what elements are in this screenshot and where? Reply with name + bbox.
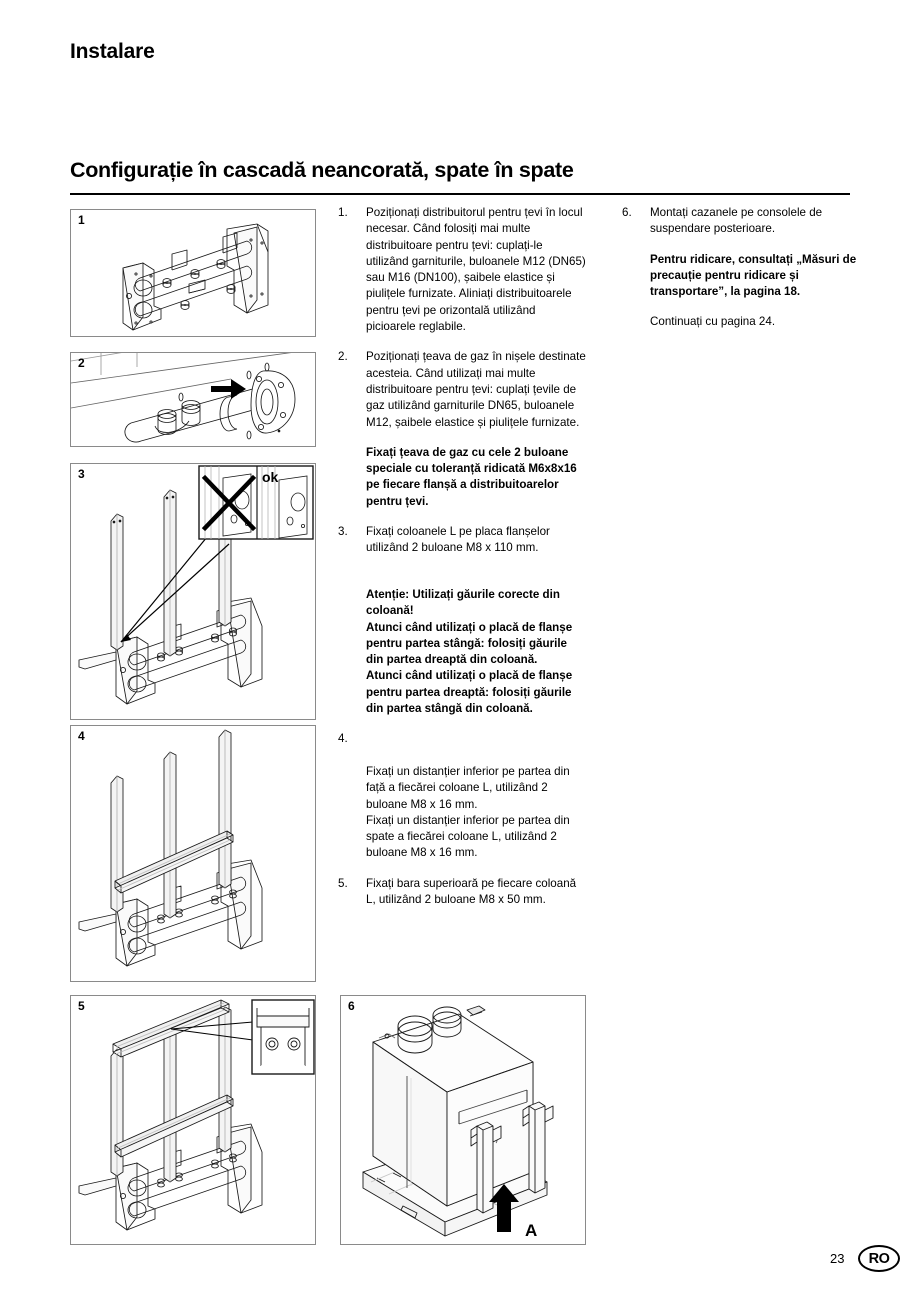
step-text-2: Poziționați țeava de gaz în nișele desti… bbox=[366, 350, 586, 429]
section-title: Configurație în cascadă neancorată, spat… bbox=[70, 158, 574, 182]
step-number-2: 2. bbox=[338, 350, 348, 364]
language-badge: RO bbox=[858, 1245, 900, 1272]
figure-number-2: 2 bbox=[78, 356, 85, 370]
instructions-column-left: 1. Poziționați distribuitorul pentru țev… bbox=[338, 205, 586, 922]
l-columns-on-flange-plate-drawing: ok bbox=[78, 465, 314, 705]
cross-icon bbox=[201, 474, 257, 532]
continue-text: Continuați cu pagina 24. bbox=[650, 315, 776, 329]
step-number-5: 5. bbox=[338, 876, 348, 890]
direction-arrow-icon bbox=[489, 1184, 519, 1232]
instruction-note-lifting: Pentru ridicare, consultați „Măsuri de p… bbox=[622, 252, 862, 301]
instruction-note-holes: Atenție: Utilizați găurile corecte din c… bbox=[338, 571, 586, 718]
figure-panel-2: 2 bbox=[70, 352, 316, 447]
figure-panel-4: 4 bbox=[70, 725, 316, 982]
step-number-1: 1. bbox=[338, 206, 348, 219]
bolt-detail-inset bbox=[251, 999, 315, 1075]
step-number-4: 4. bbox=[338, 732, 348, 746]
instruction-step-5: 5. Fixați bara superioară pe fiecare col… bbox=[338, 876, 586, 909]
step-text-4: Fixați un distanțier inferior pe partea … bbox=[366, 764, 570, 860]
figure-number-6: 6 bbox=[348, 999, 355, 1013]
instruction-step-3: 3. Fixați coloanele L pe placa flanșelor… bbox=[338, 524, 586, 557]
chapter-title: Instalare bbox=[70, 40, 155, 63]
lower-spacer-bar-drawing bbox=[78, 729, 263, 967]
pipe-distributor-manifold-drawing bbox=[122, 223, 269, 331]
figure-number-1: 1 bbox=[78, 213, 85, 227]
step-text-3: Fixați coloanele L pe placa flanșelor ut… bbox=[366, 525, 550, 555]
figure-panel-3: 3 bbox=[70, 463, 316, 720]
instruction-step-2: 2. Poziționați țeava de gaz în nișele de… bbox=[338, 349, 586, 430]
step-text-5: Fixați bara superioară pe fiecare coloan… bbox=[366, 876, 577, 906]
page-number: 23 bbox=[830, 1251, 845, 1266]
detail-inset: ok bbox=[198, 465, 314, 540]
figure-panel-1: 1 bbox=[70, 209, 316, 337]
step-number-6: 6. bbox=[622, 206, 632, 219]
header-divider bbox=[70, 193, 850, 195]
arrow-label-a: A bbox=[525, 1221, 537, 1240]
step-number-3: 3. bbox=[338, 525, 348, 539]
boiler-on-rear-brackets-drawing: A bbox=[362, 1005, 554, 1240]
instruction-step-6: 6. Montați cazanele pe consolele de susp… bbox=[622, 205, 862, 238]
step-text-6: Montați cazanele pe consolele de suspend… bbox=[650, 206, 823, 236]
figure-panel-5: 5 bbox=[70, 995, 316, 1245]
upper-bar-mounted-drawing bbox=[78, 999, 315, 1231]
instructions-column-right: 6. Montați cazanele pe consolele de susp… bbox=[622, 205, 862, 345]
inset-ok-label: ok bbox=[262, 469, 279, 485]
instruction-step-1: 1. Poziționați distribuitorul pentru țev… bbox=[338, 205, 586, 335]
note-text-lifting: Pentru ridicare, consultați „Măsuri de p… bbox=[650, 252, 857, 299]
instruction-step-4: 4. Fixați un distanțier inferior pe part… bbox=[338, 731, 586, 861]
gas-pipe-fittings-detail-drawing bbox=[71, 353, 296, 443]
figure-panel-6: 6 bbox=[340, 995, 586, 1245]
instruction-note-gas-pipe: Fixați țeava de gaz cu cele 2 buloane sp… bbox=[338, 445, 586, 510]
note-text-holes: Atenție: Utilizați găurile corecte din c… bbox=[366, 587, 573, 716]
note-text-gas-pipe: Fixați țeava de gaz cu cele 2 buloane sp… bbox=[366, 445, 577, 508]
figure-number-4: 4 bbox=[78, 729, 85, 743]
step-text-1: Poziționați distribuitorul pentru țevi î… bbox=[366, 206, 586, 334]
instruction-continue: Continuați cu pagina 24. bbox=[622, 314, 862, 330]
figure-number-5: 5 bbox=[78, 999, 85, 1013]
figure-number-3: 3 bbox=[78, 467, 85, 481]
black-arrow-icon bbox=[211, 379, 246, 399]
